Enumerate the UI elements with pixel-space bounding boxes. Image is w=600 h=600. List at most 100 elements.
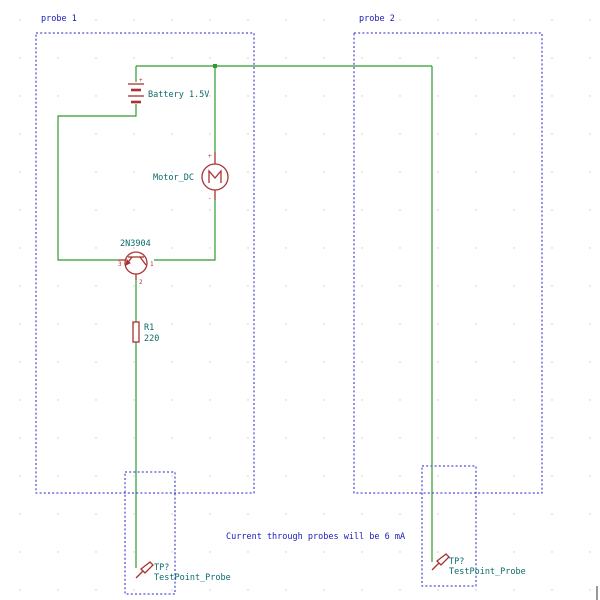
grid-dot (323, 475, 325, 477)
grid-dot (19, 133, 21, 135)
grid-dot (247, 475, 249, 477)
grid-dot (171, 361, 173, 363)
grid-dot (399, 171, 401, 173)
grid-dot (247, 57, 249, 59)
grid-dot (589, 513, 591, 515)
testpoint-right-ref: TP? (449, 557, 464, 567)
grid-dot (133, 475, 135, 477)
grid-dot (171, 247, 173, 249)
grid-dot (323, 133, 325, 135)
grid-dot (57, 361, 59, 363)
grid-dot (437, 475, 439, 477)
grid-dot (247, 19, 249, 21)
grid-dot (57, 399, 59, 401)
grid-dot (399, 513, 401, 515)
grid-dot (513, 285, 515, 287)
testpoint-box-left[interactable] (124, 471, 176, 595)
motor-symbol[interactable]: + - (201, 152, 229, 202)
grid-dot (361, 57, 363, 59)
transistor-pin-b: 3 (118, 261, 122, 268)
grid-dot (133, 247, 135, 249)
grid-dot (399, 19, 401, 21)
resistor-value: 220 (144, 334, 159, 344)
grid-dot (95, 95, 97, 97)
wire-battery-base-loop[interactable] (57, 104, 137, 261)
grid-dot (323, 285, 325, 287)
wires (57, 65, 433, 568)
grid-dot (323, 361, 325, 363)
grid-dot (171, 399, 173, 401)
transistor-symbol[interactable]: 3 1 2 (118, 251, 154, 286)
grid-dot (57, 513, 59, 515)
grid-dot (209, 361, 211, 363)
grid-dot (323, 19, 325, 21)
grid-dot (475, 589, 477, 591)
grid-dot (437, 171, 439, 173)
grid-dot (209, 475, 211, 477)
grid-dot (551, 399, 553, 401)
grid-dot (57, 551, 59, 553)
grid-dot (247, 95, 249, 97)
grid-dot (285, 475, 287, 477)
sheet-label-probe-2: probe 2 (359, 14, 395, 24)
grid-dot (285, 551, 287, 553)
testpoint-box-right[interactable] (421, 465, 477, 587)
grid-dot (437, 19, 439, 21)
grid-dot (285, 247, 287, 249)
grid-dot (19, 323, 21, 325)
grid-dot (513, 513, 515, 515)
grid-dot (513, 133, 515, 135)
grid-dot (285, 437, 287, 439)
grid-dot (171, 57, 173, 59)
testpoint-left-ref: TP? (154, 563, 169, 573)
grid-dot (589, 437, 591, 439)
grid-dot (209, 513, 211, 515)
grid-dot (399, 285, 401, 287)
grid-dot (133, 285, 135, 287)
grid-dot (19, 589, 21, 591)
grid-dot (399, 361, 401, 363)
grid-dot (437, 513, 439, 515)
grid-dot (209, 285, 211, 287)
grid-dot (361, 323, 363, 325)
sheet-box-probe-2[interactable] (353, 32, 543, 494)
sheet-box-probe-1[interactable] (35, 32, 255, 494)
grid-dot (247, 551, 249, 553)
grid-dot (551, 323, 553, 325)
grid-dot (57, 95, 59, 97)
grid-dot (437, 57, 439, 59)
grid-dot (209, 323, 211, 325)
grid-dot (513, 589, 515, 591)
transistor-pin-e: 2 (139, 279, 143, 286)
grid-dot (209, 399, 211, 401)
grid-dot (95, 133, 97, 135)
grid-dot (247, 513, 249, 515)
wire-motor-to-collector[interactable] (154, 200, 216, 261)
grid-dot (475, 209, 477, 211)
grid-dot (551, 513, 553, 515)
grid-dot (133, 513, 135, 515)
grid-dot (209, 437, 211, 439)
resistor-symbol[interactable] (132, 321, 140, 343)
grid-dot (589, 551, 591, 553)
grid-dot (589, 475, 591, 477)
grid-dot (475, 57, 477, 59)
grid-dot (285, 19, 287, 21)
grid-dot (399, 399, 401, 401)
grid-dot (247, 209, 249, 211)
grid-dot (95, 57, 97, 59)
grid-dot (247, 247, 249, 249)
grid-dot (133, 209, 135, 211)
battery-symbol[interactable]: + (128, 77, 144, 104)
testpoint-right-probe-icon[interactable] (431, 553, 450, 571)
grid-dot (361, 551, 363, 553)
grid-dot (361, 399, 363, 401)
grid-dot (399, 57, 401, 59)
grid-dot (399, 133, 401, 135)
testpoint-left-probe-icon[interactable] (135, 561, 154, 579)
grid-dot (399, 475, 401, 477)
grid-dot (171, 95, 173, 97)
grid-dot (247, 589, 249, 591)
grid-dot (19, 19, 21, 21)
grid-dot (513, 323, 515, 325)
